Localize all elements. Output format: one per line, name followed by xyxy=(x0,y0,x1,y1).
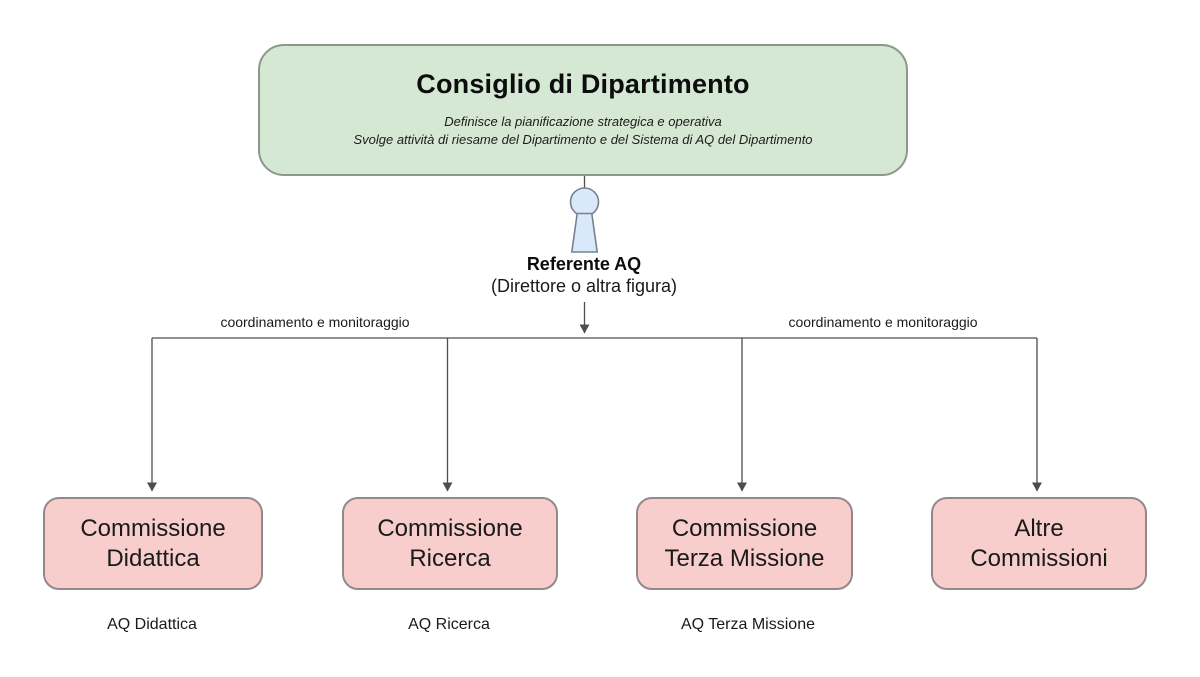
consiglio-subtitle-line1: Definisce la pianificazione strategica e… xyxy=(444,114,722,129)
edge-label-left: coordinamento e monitoraggio xyxy=(220,314,410,330)
commission-label-line2: Terza Missione xyxy=(664,544,825,572)
commission-box-ricerca: Commissione Ricerca xyxy=(342,497,558,590)
edge-label-right: coordinamento e monitoraggio xyxy=(788,314,978,330)
footnote-aq-ricerca: AQ Ricerca xyxy=(408,616,490,633)
commission-label-line2: Didattica xyxy=(106,544,200,572)
commission-label-line2: Commissioni xyxy=(970,544,1108,572)
consiglio-title: Consiglio di Dipartimento xyxy=(416,69,750,99)
commission-box-didattica: Commissione Didattica xyxy=(43,497,263,590)
referente-aq-role: (Direttore o altra figura) xyxy=(490,276,678,296)
commission-label-line1: Commissione xyxy=(377,514,523,542)
commission-box-altre: Altre Commissioni xyxy=(931,497,1147,590)
referente-aq-label: Referente AQ xyxy=(526,254,642,274)
commission-label-line1: Commissione xyxy=(671,514,818,542)
commission-label-line1: Commissione xyxy=(80,514,226,542)
commission-label-line1: Altre xyxy=(1014,514,1064,542)
person-icon xyxy=(569,187,600,253)
consiglio-subtitle-line2: Svolge attività di riesame del Dipartime… xyxy=(353,132,813,147)
consiglio-dipartimento-box: Consiglio di Dipartimento Definisce la p… xyxy=(258,44,908,176)
footnote-aq-didattica: AQ Didattica xyxy=(107,616,197,633)
commission-label-line2: Ricerca xyxy=(409,544,491,572)
footnote-aq-terza-missione: AQ Terza Missione xyxy=(681,616,815,633)
consiglio-subtitle: Definisce la pianificazione strategica e… xyxy=(353,113,812,149)
commission-box-terza-missione: Commissione Terza Missione xyxy=(636,497,853,590)
